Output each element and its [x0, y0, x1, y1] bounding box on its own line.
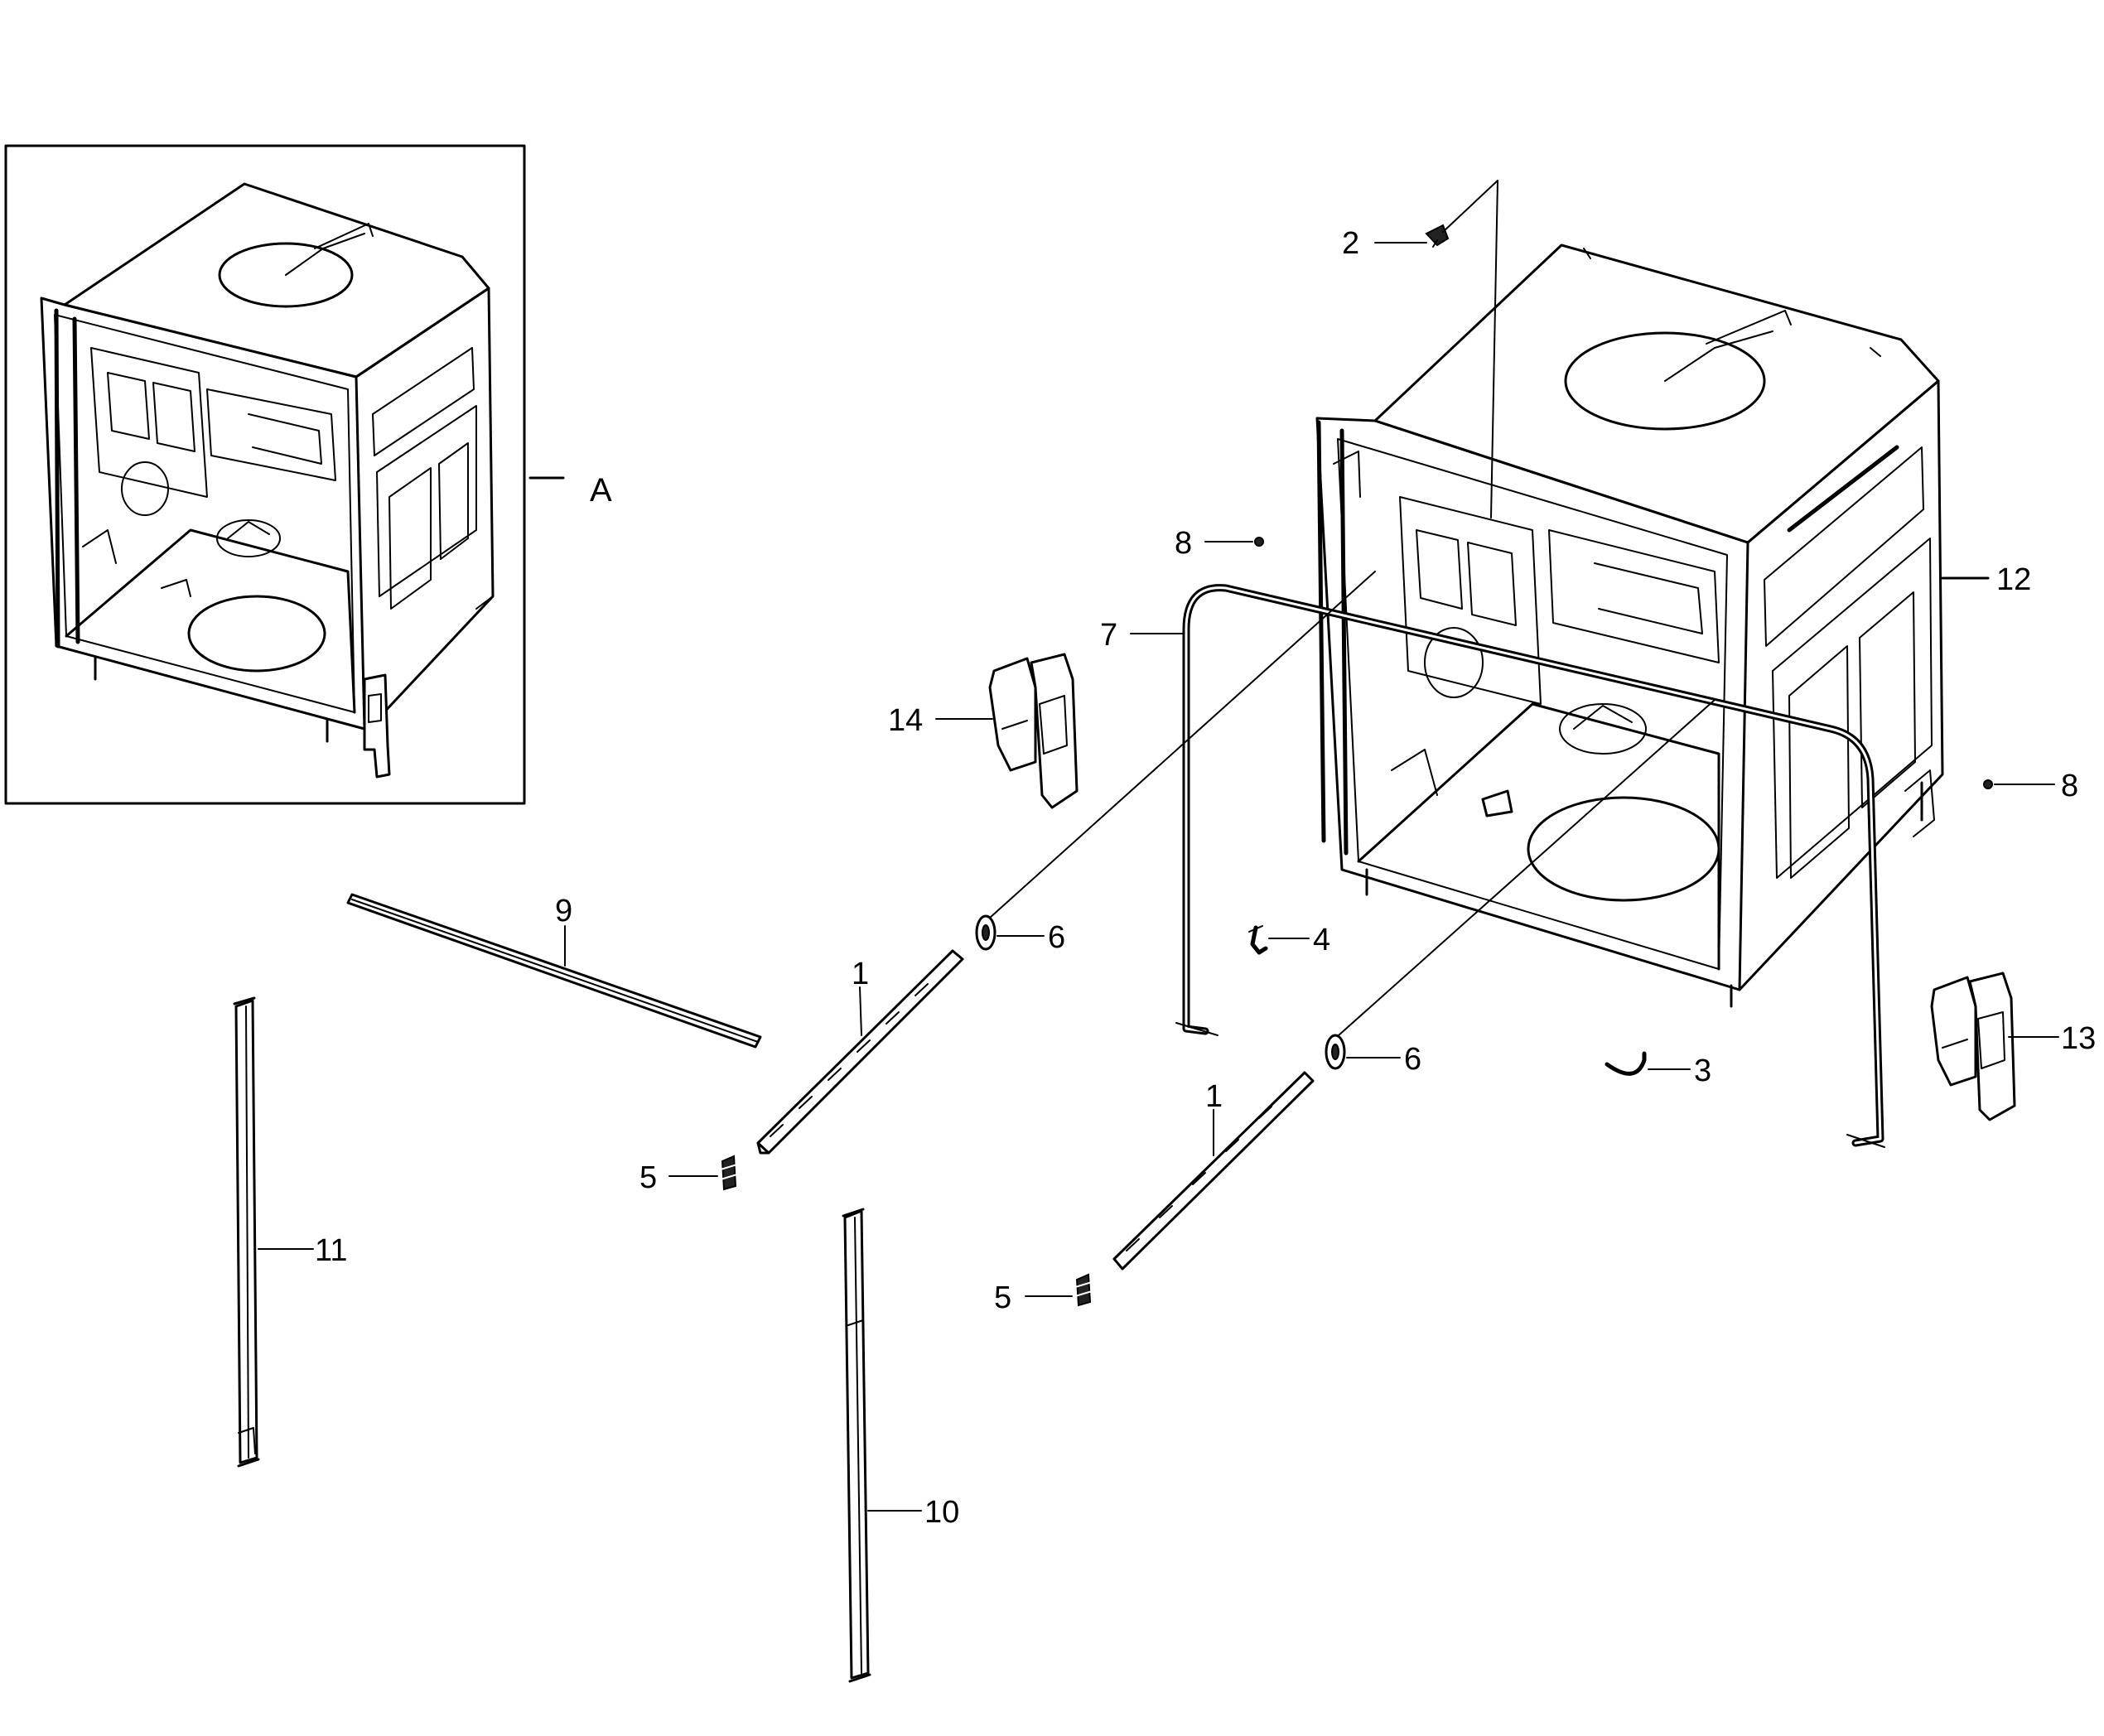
part-3-clip: 3 [1605, 1051, 1711, 1088]
part-5-cap-bottom: 5 [994, 1273, 1093, 1315]
callout-14: 14 [888, 703, 923, 738]
part-13-hinge: 13 [1930, 972, 2096, 1121]
part-14-hinge: 14 [888, 653, 1079, 809]
callout-13: 13 [2061, 1021, 2096, 1056]
callout-2: 2 [1342, 226, 1359, 261]
callout-1-bottom: 1 [1205, 1079, 1223, 1114]
part-1-rail-bottom: 1 [1112, 1071, 1315, 1271]
inset-tub-drawing [40, 182, 495, 779]
callout-8-right: 8 [2061, 769, 2078, 803]
part-8-screw-right: 8 [1983, 769, 2078, 803]
part-2-clip: 2 [1342, 180, 1498, 518]
callout-12: 12 [1996, 562, 2031, 597]
leader-2-to-tub-a [1442, 180, 1498, 233]
tub-12: 12 [1315, 244, 2031, 1008]
callout-6-bottom: 6 [1404, 1042, 1421, 1077]
part-4-hook: 4 [1248, 923, 1330, 957]
part-10-strip: 10 [842, 1208, 959, 1683]
callout-A: A [590, 472, 612, 509]
part-5-cap-top: 5 [639, 1155, 738, 1195]
part-11-strip: 11 [233, 996, 347, 1468]
callout-7: 7 [1100, 618, 1117, 653]
callout-8-top: 8 [1175, 526, 1192, 561]
assembly-inset: A [4, 144, 612, 805]
part-9-strip: 9 [346, 893, 762, 1049]
leader-6-bottom-to-tub [1338, 699, 1716, 1036]
leader-1-top [859, 986, 862, 1036]
callout-5-bottom: 5 [994, 1280, 1011, 1315]
callout-1-top: 1 [852, 957, 869, 991]
callout-5-top: 5 [639, 1160, 657, 1195]
part-8-screw-top: 8 [1175, 526, 1264, 561]
callout-6-top: 6 [1048, 920, 1065, 955]
leader-2-to-tub-b [1490, 180, 1498, 518]
callout-3: 3 [1694, 1054, 1711, 1088]
callout-10: 10 [924, 1495, 959, 1530]
callout-9: 9 [555, 894, 572, 928]
callout-11: 11 [315, 1233, 347, 1268]
part-7-gasket: 7 [1100, 584, 1885, 1148]
part-1-rail-top: 1 [756, 949, 964, 1155]
part-6-roller-top: 6 [975, 571, 1376, 955]
part-6-roller-bottom: 6 [1325, 699, 1716, 1077]
leader-6-top-to-tub [989, 571, 1376, 919]
inset-frame [4, 144, 526, 805]
callout-4: 4 [1313, 923, 1330, 957]
